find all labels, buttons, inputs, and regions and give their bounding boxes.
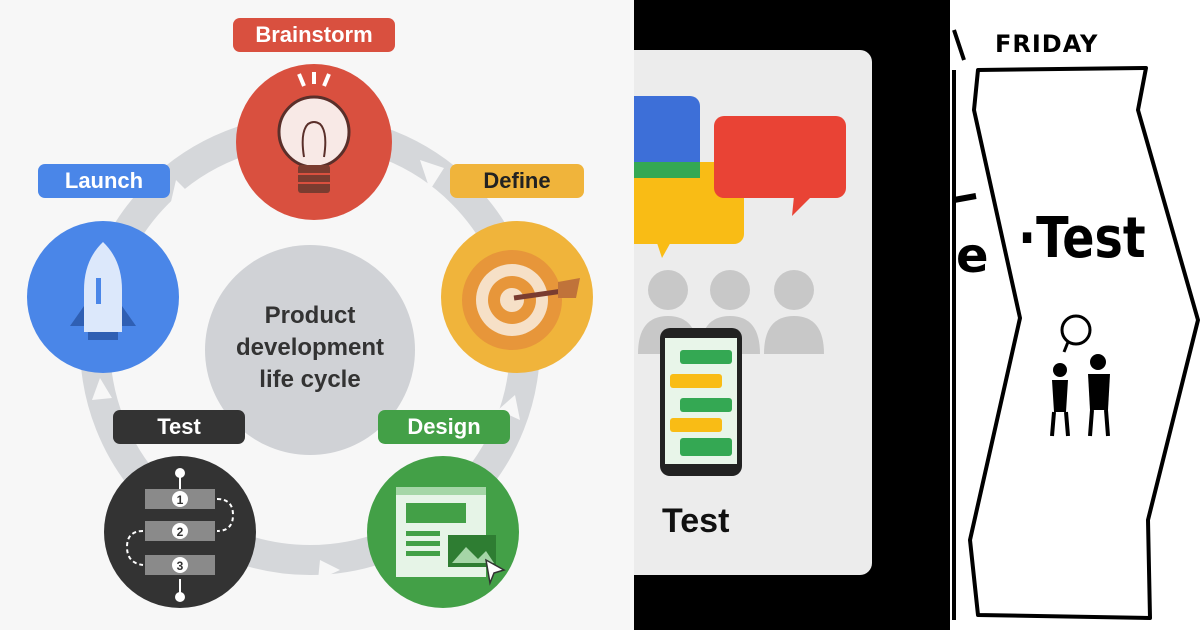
ring-arrow <box>420 160 444 190</box>
test-step-1: 1 <box>177 493 184 507</box>
sketch-day-label: FRIDAY <box>995 30 1099 58</box>
design-layout-icon <box>367 456 519 608</box>
sketch-panel: e <box>950 0 1200 630</box>
stage-label-launch: Launch <box>38 164 170 198</box>
center-label: Product development life cycle <box>235 302 385 393</box>
stage-label-design: Design <box>378 410 510 444</box>
lightbulb-icon <box>236 64 392 220</box>
sketch-column-drawing <box>952 29 1200 620</box>
test-steps-icon: 1 2 3 <box>104 456 256 608</box>
stage-label-brainstorm: Brainstorm <box>233 18 395 52</box>
sketch-left-fragment: e <box>956 228 989 284</box>
chat-bubbles-icon <box>634 96 846 258</box>
test-card-panel: Test <box>634 0 950 630</box>
life-cycle-diagram: Product development life cycle Brainstor… <box>27 18 593 608</box>
stage-label-define: Define <box>450 164 584 198</box>
sketch-test-label: ·Test <box>1018 206 1146 271</box>
phone-chat-icon <box>660 328 742 476</box>
ring-arrow <box>170 180 196 206</box>
test-step-2: 2 <box>177 525 184 539</box>
ring-arrow <box>92 378 112 400</box>
ring-arrow <box>318 560 340 580</box>
test-step-3: 3 <box>177 559 184 573</box>
test-card: Test <box>634 50 872 575</box>
ring-arrow <box>498 395 520 420</box>
stage-label-test: Test <box>113 410 245 444</box>
test-card-title: Test <box>662 502 730 540</box>
target-icon <box>441 221 593 373</box>
rocket-icon <box>27 221 179 373</box>
